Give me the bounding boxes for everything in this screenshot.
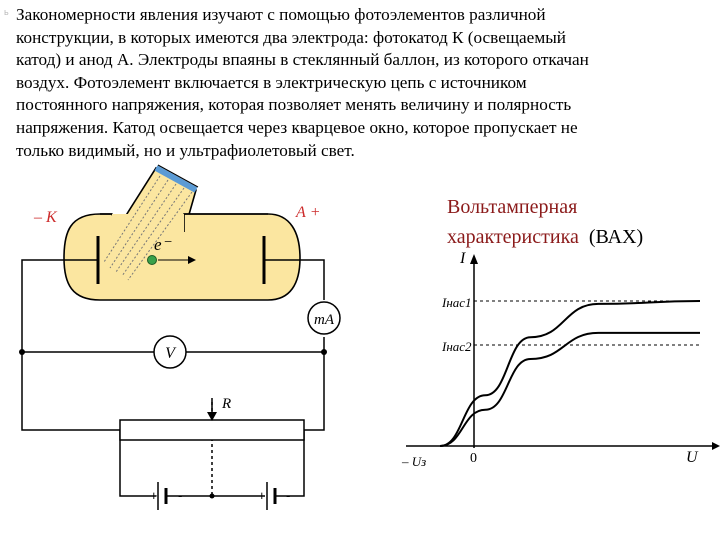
origin-label: 0 xyxy=(470,451,477,466)
battery-left-plus: + xyxy=(150,488,158,503)
series-line-2 xyxy=(440,331,700,447)
electron-dot xyxy=(147,255,157,265)
battery-right-minus: - xyxy=(286,488,290,503)
x-axis-label: U xyxy=(686,449,699,466)
quartz-window xyxy=(154,165,198,193)
saturation-current-1-label: Iнас1 xyxy=(441,295,472,310)
series-line-1 xyxy=(439,300,701,447)
electron-label: e⁻ xyxy=(154,235,173,254)
paragraph-line: Закономерности явления изучают с помощью… xyxy=(16,5,546,24)
resistor: R xyxy=(119,396,305,441)
resistor-label: R xyxy=(221,396,231,412)
voltmeter-label: V xyxy=(165,345,177,362)
milliammeter: mA xyxy=(307,301,341,335)
battery-left-minus: - xyxy=(178,488,182,503)
paragraph-line: напряжения. Катод освещается через кварц… xyxy=(16,117,578,137)
paragraph-line: катод) и анод А. Электроды впаяны в стек… xyxy=(16,50,589,70)
anode-label: А + xyxy=(295,204,321,221)
cathode-label: – К xyxy=(33,209,58,226)
slide-corner-mark: ь xyxy=(4,7,9,17)
battery-right-plus: + xyxy=(258,488,266,503)
paragraph-line: конструкции, в которых имеются два элект… xyxy=(16,27,566,47)
paragraph-line: только видимый, но и ультрафиолетовый св… xyxy=(16,140,355,160)
saturation-current-2-label: Iнас2 xyxy=(441,339,472,354)
vah-title-line2: характеристика (ВАХ) xyxy=(447,222,643,252)
paragraph-line: воздух. Фотоэлемент включается в электри… xyxy=(16,72,527,92)
description-paragraph: Закономерности явления изучают с помощью… xyxy=(16,4,712,162)
milliammeter-label: mA xyxy=(314,312,335,328)
circuit-wires xyxy=(21,259,325,497)
vah-title-word: характеристика xyxy=(447,226,579,248)
vah-title-line1: Вольтамперная xyxy=(447,196,578,218)
battery-right: + - xyxy=(258,482,290,510)
paragraph-line: постоянного напряжения, которая позволяе… xyxy=(16,95,572,115)
light-rays xyxy=(103,175,193,281)
y-axis-label: I xyxy=(459,250,466,267)
vah-title: Вольтамперная характеристика (ВАХ) xyxy=(447,192,643,252)
battery-left: + - xyxy=(150,482,182,510)
voltmeter: V xyxy=(153,335,187,369)
stop-voltage-label: – Uз xyxy=(401,454,426,469)
photocell-bulb xyxy=(63,213,301,301)
vah-title-abbr: (ВАХ) xyxy=(588,226,644,248)
